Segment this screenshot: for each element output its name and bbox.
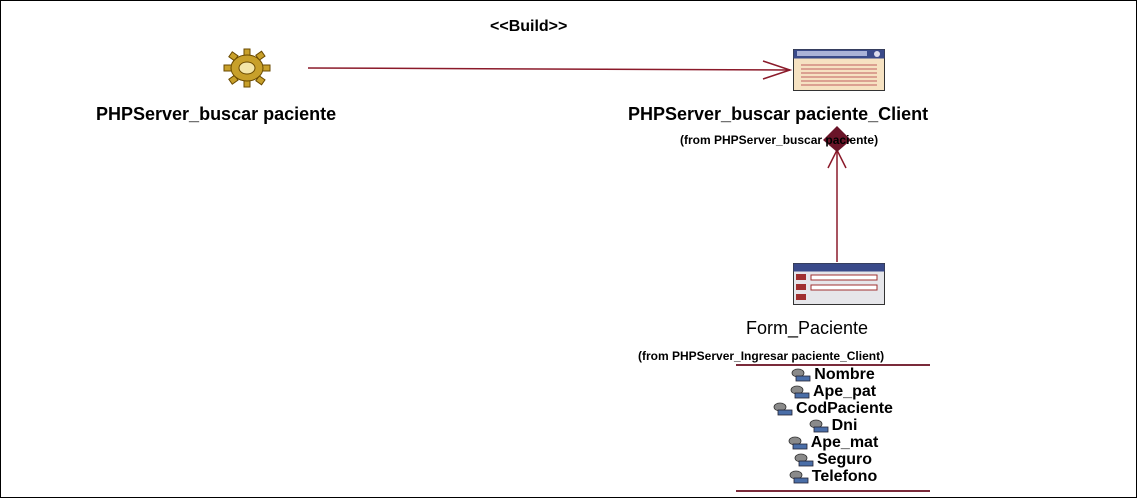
attribute-list: Nombre Ape_pat CodPaciente Dni Ape_mat S… <box>736 366 930 485</box>
attribute-item[interactable]: Nombre <box>736 366 930 383</box>
client-label: PHPServer_buscar paciente_Client <box>628 104 929 124</box>
composition-diamond <box>823 126 851 152</box>
attribute-name: Dni <box>831 416 858 434</box>
attribute-icon <box>789 470 809 483</box>
build-dependency-line[interactable] <box>307 67 791 71</box>
form-from-note: (from PHPServer_Ingresar paciente_Client… <box>638 349 885 363</box>
gear-icon[interactable] <box>222 48 272 88</box>
attribute-item[interactable]: Ape_mat <box>736 434 930 451</box>
attribute-name: Ape_mat <box>810 433 879 451</box>
attribute-icon <box>791 368 811 381</box>
attribute-item[interactable]: Ape_pat <box>736 383 930 400</box>
attribute-item[interactable]: Dni <box>736 417 930 434</box>
client-from-note: (from PHPServer_buscar paciente) <box>680 133 879 147</box>
attribute-icon <box>773 402 793 415</box>
attributes-top-divider <box>736 364 930 366</box>
dependency-arrowhead <box>762 60 793 80</box>
attribute-icon <box>809 419 829 432</box>
window-icon[interactable] <box>793 49 885 91</box>
attribute-name: Ape_pat <box>812 382 877 400</box>
attribute-name: Nombre <box>814 365 875 383</box>
attribute-item[interactable]: Seguro <box>736 451 930 468</box>
attribute-icon <box>790 385 810 398</box>
attribute-name: CodPaciente <box>796 399 893 417</box>
attribute-item[interactable]: CodPaciente <box>736 400 930 417</box>
attributes-bottom-divider <box>736 490 930 492</box>
form-label: Form_Paciente <box>746 318 869 338</box>
form-icon[interactable] <box>793 263 885 305</box>
attribute-item[interactable]: Telefono <box>736 468 930 485</box>
server-label: PHPServer_buscar paciente <box>96 104 337 124</box>
attribute-icon <box>794 453 814 466</box>
stereotype-label: <<Build>> <box>490 18 568 35</box>
attribute-name: Telefono <box>811 467 878 485</box>
attribute-name: Seguro <box>816 450 873 468</box>
attribute-icon <box>788 436 808 449</box>
